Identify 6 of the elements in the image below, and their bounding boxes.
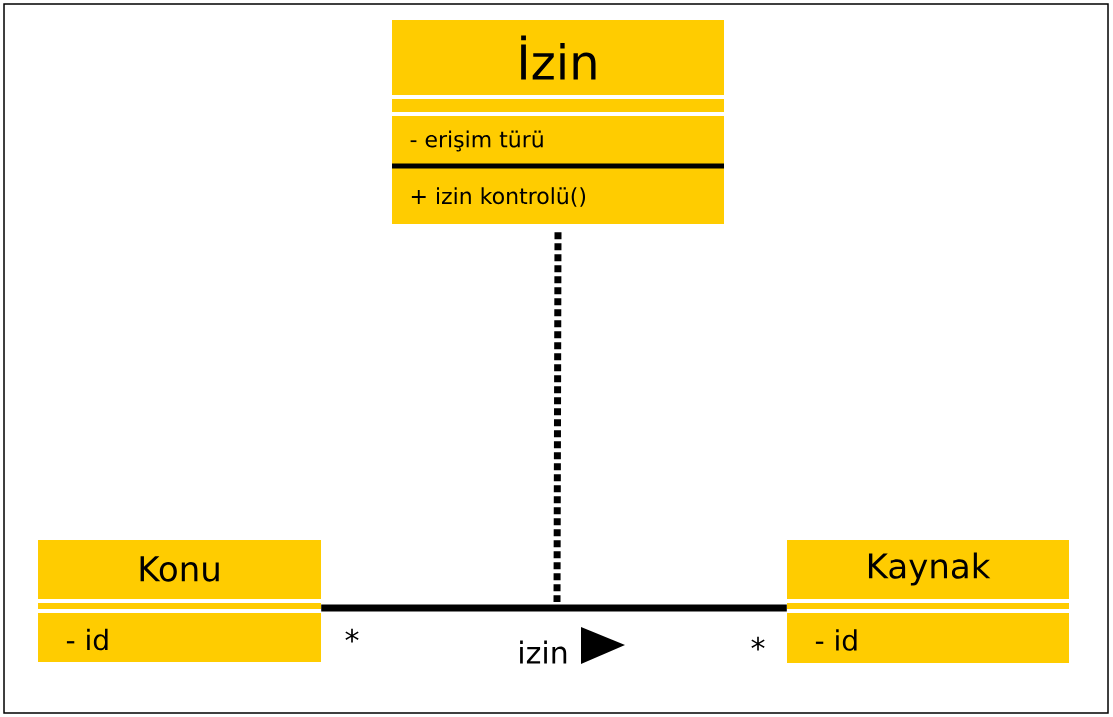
class-box: İzin - erişim türü + izin kontrolü() — [392, 20, 724, 224]
edge-label: izin — [520, 640, 567, 664]
multiplicity-label: * — [345, 628, 359, 643]
class-box: Konu - id — [38, 540, 321, 662]
class-box: Kaynak - id — [787, 540, 1069, 663]
multiplicity-label: * — [751, 636, 765, 651]
